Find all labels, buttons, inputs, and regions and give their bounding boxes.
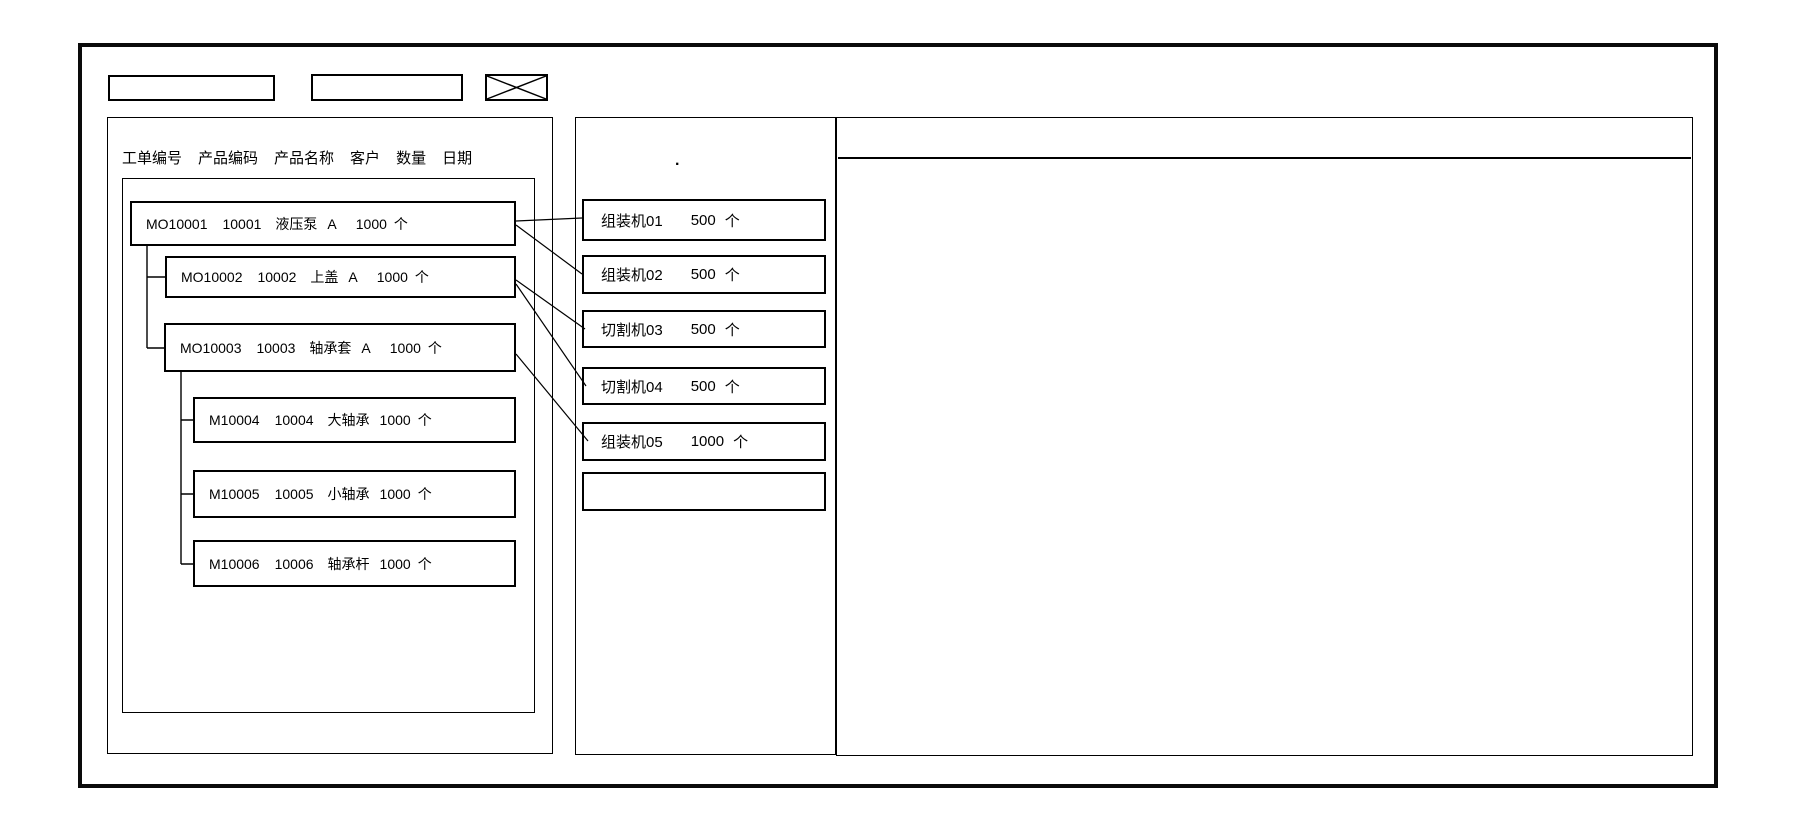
product-code: 10003 <box>256 339 296 356</box>
machine-unit: 个 <box>724 321 740 339</box>
detail-header-divider <box>838 157 1691 159</box>
machine-qty: 500 <box>690 320 716 338</box>
machine-box-01[interactable]: 组装机01 500 个 <box>582 199 826 241</box>
machine-box-03[interactable]: 切割机03 500 个 <box>582 310 826 348</box>
window-frame <box>78 43 1718 788</box>
column-header-product-code: 产品编码 <box>198 150 259 167</box>
column-header-qty: 数量 <box>396 150 427 167</box>
quantity: 1000 <box>379 486 411 502</box>
machine-unit: 个 <box>724 212 740 230</box>
product-code: 10001 <box>222 215 262 232</box>
machine-qty: 500 <box>690 266 716 283</box>
product-name: 轴承杆 <box>327 555 370 572</box>
detail-panel <box>836 117 1693 756</box>
machine-unit: 个 <box>724 267 740 284</box>
order-node-mo10003[interactable]: MO10003 10003 轴承套 A 1000 个 <box>164 323 516 372</box>
x-icon <box>487 76 546 99</box>
unit: 个 <box>427 339 442 356</box>
machine-name: 切割机04 <box>601 378 663 396</box>
machine-box-02[interactable]: 组装机02 500 个 <box>582 255 826 294</box>
order-id: M10006 <box>209 555 260 572</box>
order-node-mo10001[interactable]: MO10001 10001 液压泵 A 1000 个 <box>130 201 516 246</box>
stray-dot: . <box>675 152 680 169</box>
unit: 个 <box>417 555 432 572</box>
order-id: MO10001 <box>146 215 208 232</box>
machine-name: 切割机03 <box>601 321 663 339</box>
order-id: M10005 <box>209 486 260 502</box>
close-button[interactable] <box>485 74 548 101</box>
machine-box-04[interactable]: 切割机04 500 个 <box>582 367 826 405</box>
machine-name: 组装机01 <box>601 212 663 230</box>
quantity: 1000 <box>389 339 421 356</box>
product-code: 10006 <box>274 555 314 572</box>
product-name: 大轴承 <box>327 412 370 428</box>
column-header-customer: 客户 <box>350 150 381 167</box>
toolbar-field-2[interactable] <box>311 74 463 101</box>
quantity: 1000 <box>379 412 411 428</box>
product-code: 10004 <box>274 412 314 428</box>
machine-qty: 500 <box>690 211 716 229</box>
quantity: 1000 <box>376 269 408 285</box>
order-id: MO10003 <box>180 339 242 356</box>
order-id: MO10002 <box>181 269 243 285</box>
machine-unit: 个 <box>724 378 740 396</box>
order-node-m10004[interactable]: M10004 10004 大轴承 1000 个 <box>193 397 516 443</box>
machine-box-empty[interactable] <box>582 472 826 511</box>
product-name: 小轴承 <box>327 486 370 502</box>
unit: 个 <box>393 215 408 232</box>
machine-qty: 500 <box>690 377 716 395</box>
column-header-date: 日期 <box>442 150 473 167</box>
unit: 个 <box>417 412 432 428</box>
toolbar-field-1[interactable] <box>108 75 275 101</box>
unit: 个 <box>414 269 429 285</box>
machine-name: 组装机05 <box>601 434 663 451</box>
customer: A <box>327 215 337 232</box>
order-id: M10004 <box>209 412 260 428</box>
customer: A <box>361 339 371 356</box>
order-node-mo10002[interactable]: MO10002 10002 上盖 A 1000 个 <box>165 256 516 298</box>
machine-box-05[interactable]: 组装机05 1000 个 <box>582 422 826 461</box>
machine-unit: 个 <box>733 434 749 451</box>
column-header-product-name: 产品名称 <box>274 150 335 167</box>
machine-qty: 1000 <box>690 433 725 450</box>
quantity: 1000 <box>379 555 411 572</box>
column-header-order-id: 工单编号 <box>122 150 183 167</box>
unit: 个 <box>417 486 432 502</box>
product-code: 10005 <box>274 486 314 502</box>
column-header-row: 工单编号 产品编码 产品名称 客户 数量 日期 <box>122 147 472 168</box>
order-node-m10006[interactable]: M10006 10006 轴承杆 1000 个 <box>193 540 516 587</box>
customer: A <box>348 269 358 285</box>
product-name: 轴承套 <box>309 339 352 356</box>
product-code: 10002 <box>257 269 297 285</box>
machine-name: 组装机02 <box>601 267 663 284</box>
order-node-m10005[interactable]: M10005 10005 小轴承 1000 个 <box>193 470 516 518</box>
quantity: 1000 <box>355 215 387 232</box>
order-tree-container <box>122 178 535 713</box>
product-name: 液压泵 <box>275 215 318 232</box>
product-name: 上盖 <box>310 269 339 285</box>
